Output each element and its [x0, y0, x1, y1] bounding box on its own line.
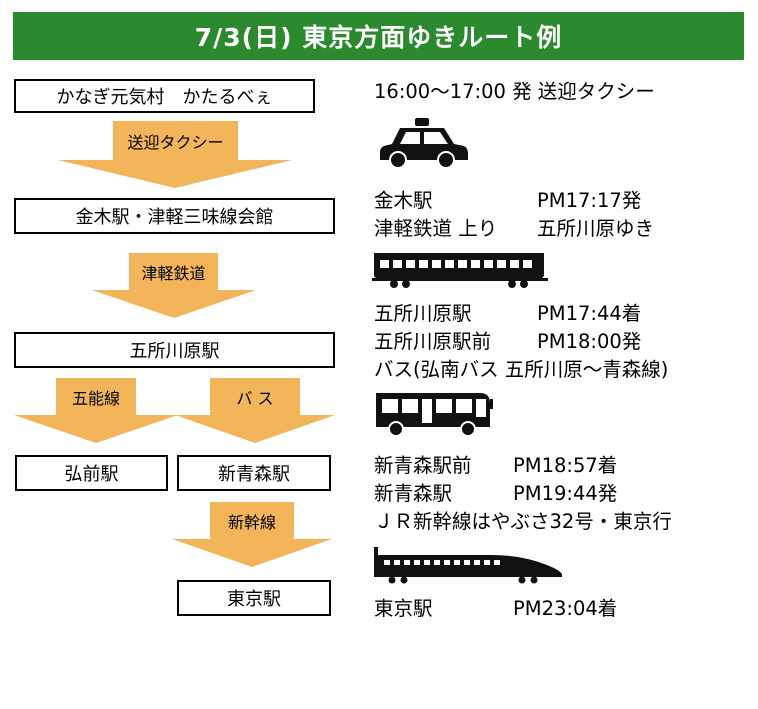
info-goshogawara-front: 五所川原駅前 [374, 330, 492, 353]
goshogawara-box: 五所川原駅 [14, 332, 335, 368]
bus-icon [376, 393, 493, 437]
info-taxi-line: 16:00〜17:00 発 送迎タクシー [374, 80, 655, 103]
arrow-bus-head [175, 415, 335, 443]
info-kanagi-station: 金木駅 [374, 189, 433, 212]
info-goshogawara-station: 五所川原駅 [374, 302, 472, 325]
arrow-tsugaru-label: 津軽鉄道 [129, 253, 218, 291]
info-goshogawara-time: PM17:44着 [537, 302, 642, 325]
info-shin-aomori-station: 新青森駅 [374, 482, 453, 505]
arrow-taxi-label: 送迎タクシー [113, 121, 238, 161]
arrow-taxi-head [58, 160, 292, 188]
info-goshogawara: 五所川原駅 PM17:44着 五所川原駅前 PM18:00発 バス(弘南バス 五所川… [374, 300, 668, 384]
info-tokyo: 東京駅 PM23:04着 [374, 595, 617, 623]
arrow-tsugaru-head [92, 290, 256, 318]
taxi-icon [380, 118, 468, 169]
info-kanagi-time: PM17:17発 [537, 189, 642, 212]
arrow-gono-head [14, 415, 178, 443]
arrow-gono-label: 五能線 [56, 378, 136, 416]
info-tokyo-station: 東京駅 [374, 597, 433, 620]
info-shin-aomori: 新青森駅前 PM18:57着 新青森駅 PM19:44発 ＪＲ新幹線はやぶさ32号・… [374, 452, 672, 536]
info-bus-line: バス(弘南バス 五所川原〜青森線) [374, 358, 669, 381]
info-goshogawara-front-time: PM18:00発 [537, 330, 642, 353]
start-box: かなぎ元気村 かたるべぇ [14, 79, 315, 113]
info-shin-aomori-front: 新青森駅前 [374, 454, 472, 477]
info-taxi: 16:00〜17:00 発 送迎タクシー [374, 78, 655, 106]
shinkansen-icon [374, 547, 562, 584]
info-shin-aomori-front-time: PM18:57着 [513, 454, 618, 477]
hirosaki-box: 弘前駅 [15, 455, 168, 491]
info-shinkansen-line: ＪＲ新幹線はやぶさ32号・東京行 [374, 510, 672, 533]
info-tokyo-time: PM23:04着 [513, 597, 618, 620]
tokyo-box: 東京駅 [177, 580, 331, 616]
arrow-shinkansen-head [172, 539, 332, 567]
arrow-bus-label: バ ス [210, 378, 300, 416]
info-tsugaru-dest: 五所川原ゆき [537, 217, 655, 240]
arrow-shinkansen-label: 新幹線 [210, 502, 294, 540]
info-tsugaru-line: 津軽鉄道 上り [374, 217, 498, 240]
train-icon [372, 253, 548, 288]
kanagi-box: 金木駅・津軽三味線会館 [14, 198, 335, 234]
shin-aomori-box: 新青森駅 [177, 455, 331, 491]
page-title: 7/3(日) 東京方面ゆきルート例 [13, 12, 744, 60]
info-kanagi: 金木駅 PM17:17発 津軽鉄道 上り 五所川原ゆき [374, 187, 654, 243]
info-shin-aomori-time: PM19:44発 [513, 482, 618, 505]
